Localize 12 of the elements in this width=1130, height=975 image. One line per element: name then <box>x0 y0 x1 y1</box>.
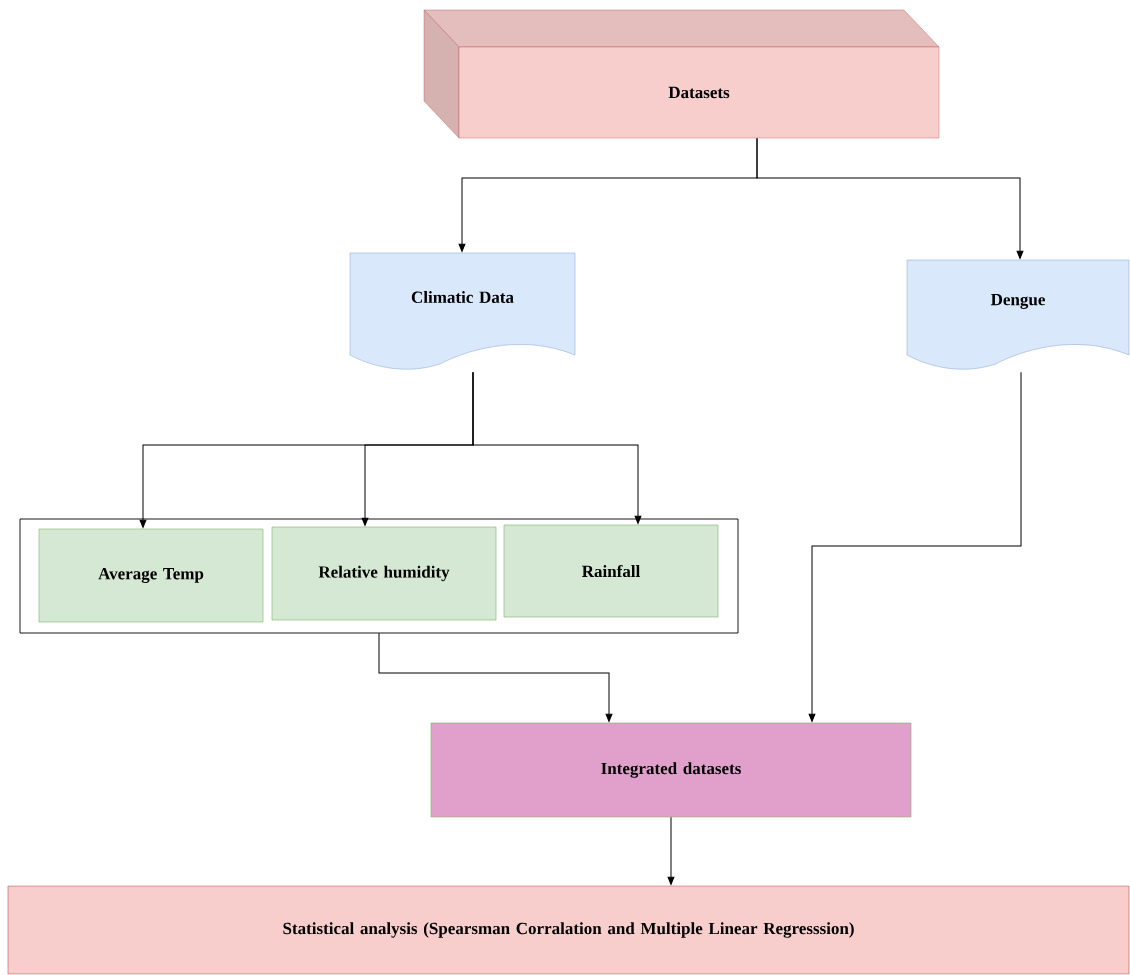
process-box: Integrated datasets <box>430 722 912 818</box>
process-box: Statistical analysis (Spearsman Corralation and Multiple Linear Regresssion) <box>7 885 1130 975</box>
process-box: Average Temp <box>38 528 264 623</box>
process-box: Relative humidity <box>271 526 497 621</box>
process-box: Rainfall <box>503 524 719 618</box>
cuboid-box: Datasets <box>423 9 940 139</box>
arrow <box>756 137 1024 259</box>
arrow <box>808 371 1022 722</box>
arrow <box>472 371 642 524</box>
arrow <box>667 816 675 885</box>
arrow <box>378 632 613 722</box>
group-box <box>19 518 739 634</box>
